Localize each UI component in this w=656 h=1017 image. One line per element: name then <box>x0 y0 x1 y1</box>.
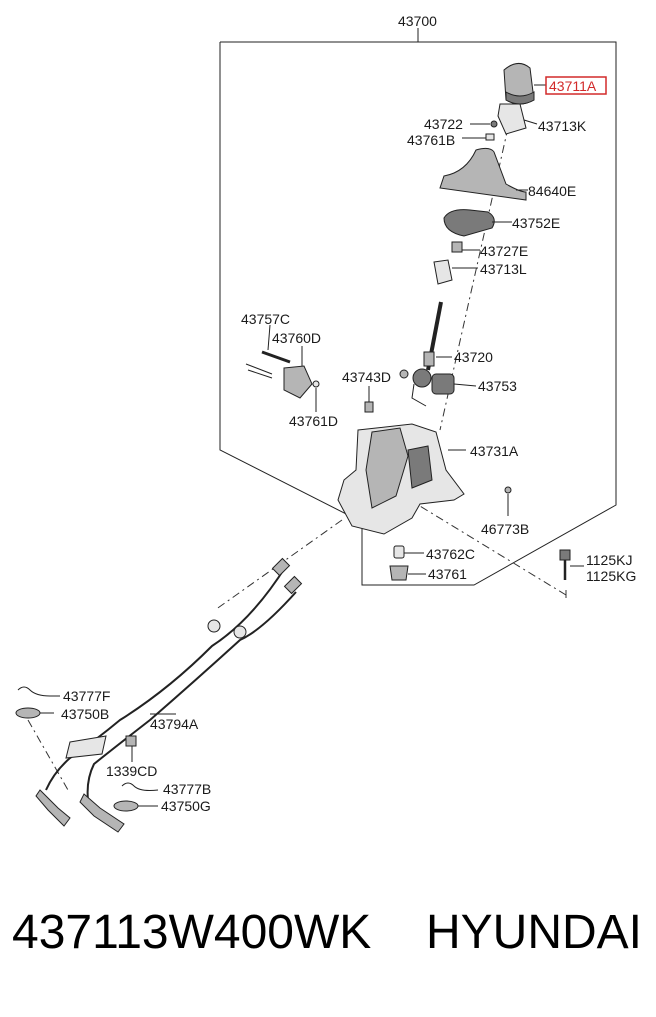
label-43711A[interactable]: 43711A <box>549 78 597 94</box>
label-43727E[interactable]: 43727E <box>480 243 528 259</box>
cable-clips[interactable] <box>15 686 159 812</box>
label-1339CD[interactable]: 1339CD <box>106 763 157 779</box>
indicator-panel[interactable] <box>443 209 512 237</box>
assembly-frame <box>219 28 617 586</box>
shift-boot[interactable] <box>439 147 528 201</box>
label-43743D[interactable]: 43743D <box>342 369 391 385</box>
knob-bracket[interactable] <box>497 103 538 135</box>
label-43753[interactable]: 43753 <box>478 378 517 394</box>
label-43760D[interactable]: 43760D <box>272 330 321 346</box>
label-43700: 43700 <box>398 13 437 29</box>
label-84640E[interactable]: 84640E <box>528 183 576 199</box>
footer-bar: 437113W400WK HYUNDAI <box>0 905 656 985</box>
label-43750B[interactable]: 43750B <box>61 706 109 722</box>
label-43762C[interactable]: 43762C <box>426 546 475 562</box>
label-43761B[interactable]: 43761B <box>407 132 455 148</box>
mounting-bolt[interactable] <box>559 549 584 580</box>
label-43750G[interactable]: 43750G <box>161 798 211 814</box>
shift-lever-rod[interactable] <box>399 301 452 407</box>
spring-clip[interactable] <box>462 120 498 141</box>
label-43757C[interactable]: 43757C <box>241 311 290 327</box>
label-43761D[interactable]: 43761D <box>289 413 338 429</box>
label-43761[interactable]: 43761 <box>428 566 467 582</box>
brand-name: HYUNDAI <box>425 906 642 959</box>
retaining-clip[interactable] <box>364 386 374 413</box>
part-labels: 43700 43711A 43722 43713K 43761B 84640E … <box>61 13 636 814</box>
label-43752E[interactable]: 43752E <box>512 215 560 231</box>
label-43713K[interactable]: 43713K <box>538 118 587 134</box>
bushing-pair[interactable] <box>389 545 426 581</box>
label-43713L[interactable]: 43713L <box>480 261 527 277</box>
label-1125KG[interactable]: 1125KG <box>586 568 636 584</box>
part-number: 437113W400WK <box>12 906 372 959</box>
label-43777B[interactable]: 43777B <box>163 781 211 797</box>
pin-and-clip[interactable] <box>245 324 320 412</box>
housing-bolt[interactable] <box>504 486 512 516</box>
label-1125KJ[interactable]: 1125KJ <box>586 552 632 568</box>
lever-bushing[interactable] <box>431 373 477 395</box>
label-43777F[interactable]: 43777F <box>63 688 110 704</box>
label-43720[interactable]: 43720 <box>454 349 493 365</box>
highlight-box <box>545 76 607 95</box>
label-46773B[interactable]: 46773B <box>481 521 529 537</box>
shift-knob[interactable] <box>503 63 546 105</box>
exploded-parts-diagram: 43700 43711A 43722 43713K 43761B 84640E … <box>15 13 636 833</box>
shift-housing[interactable] <box>337 423 466 535</box>
label-43794A[interactable]: 43794A <box>150 716 199 732</box>
shift-cables[interactable] <box>35 557 303 833</box>
detent-spring[interactable] <box>451 241 480 253</box>
lever-bracket[interactable] <box>433 259 478 285</box>
label-43731A[interactable]: 43731A <box>470 443 519 459</box>
cable-nut[interactable] <box>125 735 137 762</box>
label-43722[interactable]: 43722 <box>424 116 463 132</box>
